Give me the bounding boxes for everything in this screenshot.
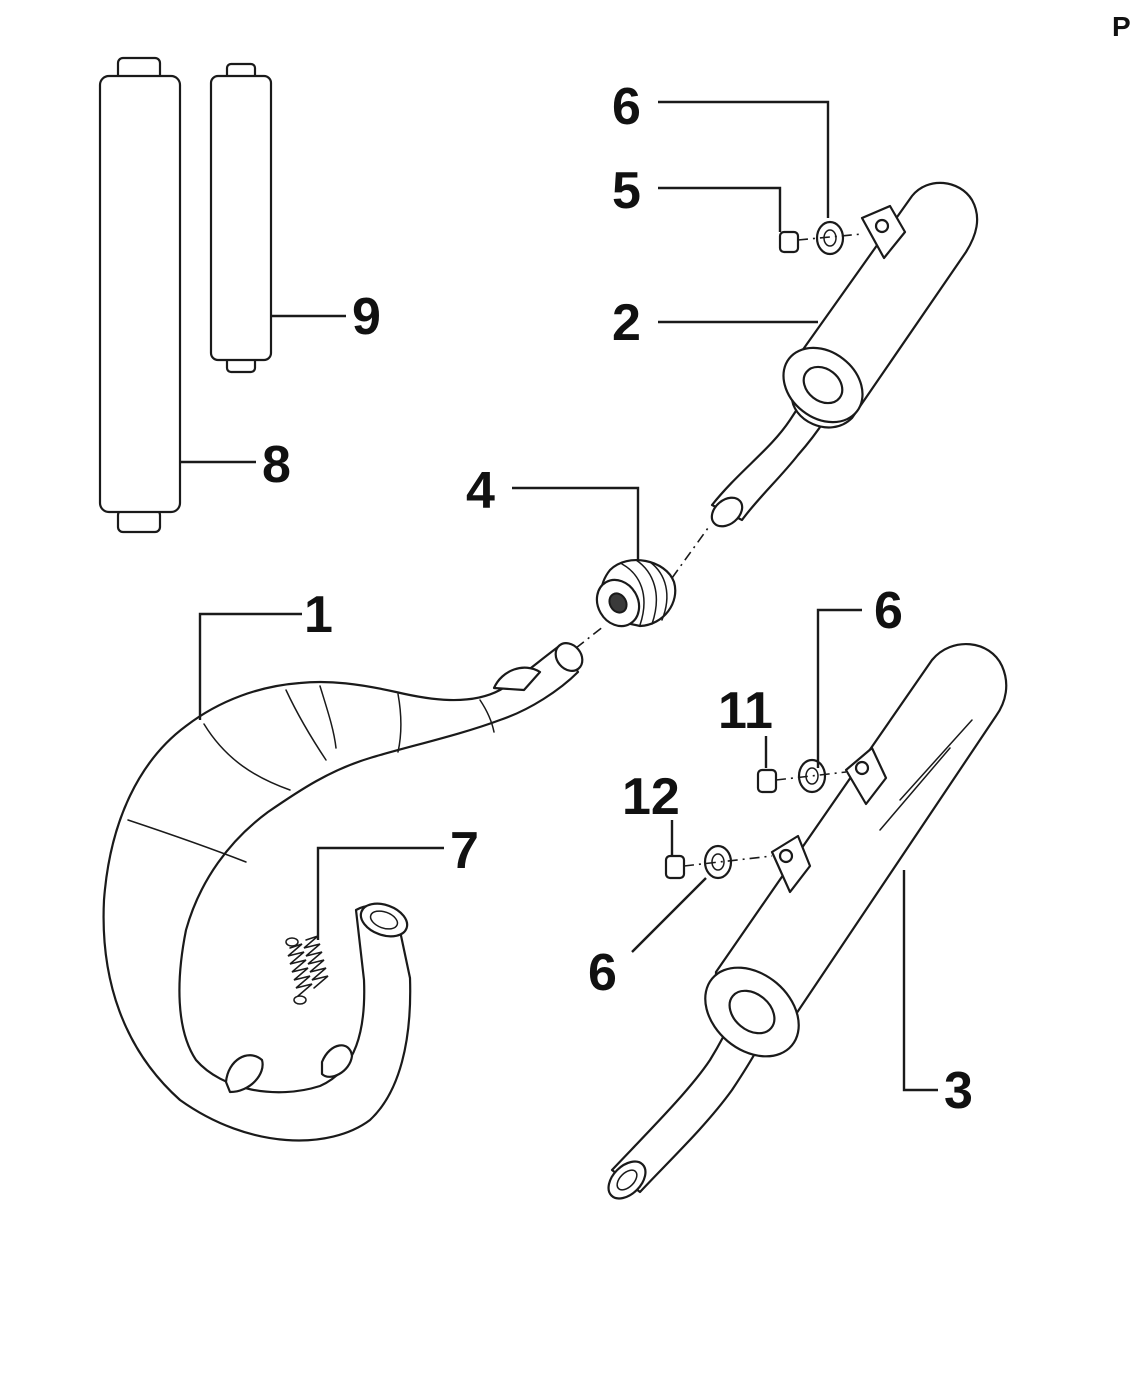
part-12-bolt <box>664 854 686 880</box>
part-6-washer-mid <box>797 758 827 794</box>
callout-7: 7 <box>450 822 479 880</box>
part-3-silencer-lower <box>607 643 1008 1200</box>
part-2-silencer-upper <box>710 181 979 528</box>
callout-11: 11 <box>718 682 773 740</box>
callout-5: 5 <box>612 162 641 220</box>
part-1-expansion-chamber <box>102 642 584 1142</box>
part-8-packing-large <box>98 56 182 534</box>
part-7-springs <box>285 935 329 1005</box>
callout-6-mid: 6 <box>874 582 903 640</box>
callout-9: 9 <box>352 288 381 346</box>
corner-label: P <box>1112 11 1131 42</box>
callout-6-low: 6 <box>588 944 617 1002</box>
callout-4: 4 <box>466 462 495 520</box>
part-4-clamp <box>595 559 677 628</box>
part-5-bolt <box>778 230 800 254</box>
callout-2: 2 <box>612 294 641 352</box>
part-9-packing-small <box>209 62 273 374</box>
callout-1: 1 <box>304 586 333 644</box>
callout-3: 3 <box>944 1062 973 1120</box>
leader-lines <box>180 100 938 1092</box>
callout-12: 12 <box>622 768 680 826</box>
callout-8: 8 <box>262 436 291 494</box>
part-6-washer-low <box>703 844 733 880</box>
callout-6-top: 6 <box>612 78 641 136</box>
part-11-bolt <box>756 768 778 794</box>
